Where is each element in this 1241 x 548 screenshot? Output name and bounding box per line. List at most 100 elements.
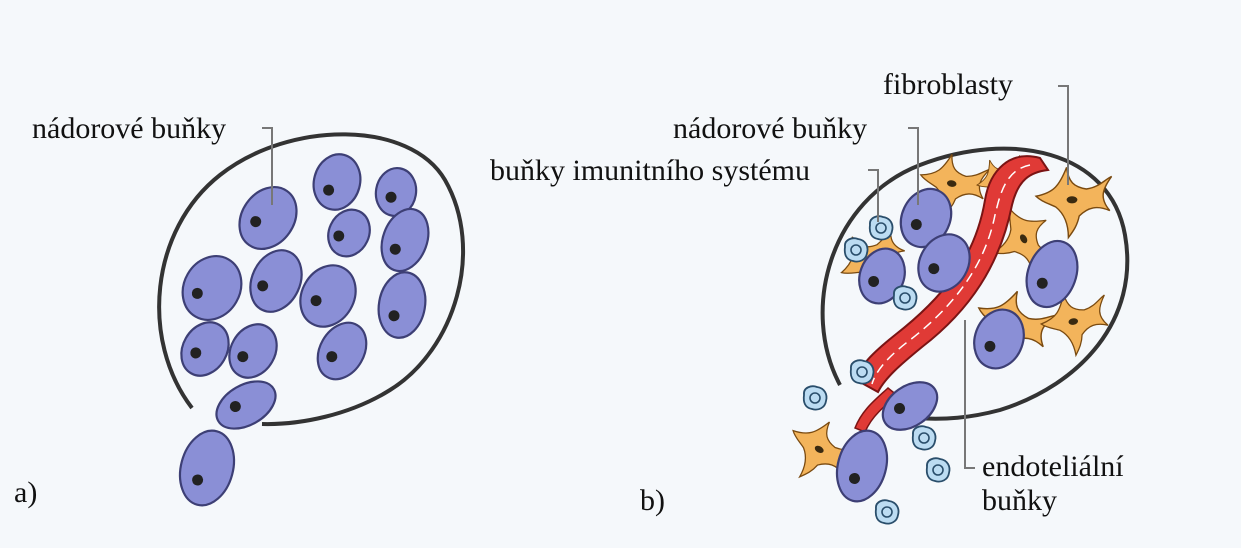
leader-tumor-a [262, 127, 273, 205]
tumor-cell-body [380, 207, 430, 273]
tumor-cell-nucleus [910, 219, 922, 231]
tumor-cell-body [377, 271, 427, 339]
blood-vessel-lumen [871, 164, 1031, 385]
tumor-cell [374, 167, 418, 217]
tumor-cell-body [327, 208, 371, 258]
panel-a-tumor-cells [178, 153, 430, 507]
tumor-cell-nucleus [326, 351, 338, 363]
immune-cell [911, 425, 937, 451]
tumor-cell-body [973, 308, 1025, 370]
immune-cell-body [911, 425, 937, 451]
immune-cell [892, 285, 918, 311]
tumor-cell-body [180, 321, 230, 377]
tumor-cell-nucleus [237, 351, 249, 363]
label-tumor-cells-a: nádorové buňky [32, 112, 227, 145]
immune-cell-body [843, 237, 869, 263]
tumor-cell [835, 429, 889, 503]
tumor-cell-body [858, 247, 906, 305]
fibroblast-nucleus [1068, 318, 1079, 325]
leader-immune [868, 169, 879, 222]
tumor-cell-body [1025, 239, 1079, 309]
panel-a-tumor-boundary [157, 132, 466, 427]
tumor-cell-nucleus [1036, 277, 1048, 289]
immune-cell-nucleus [875, 222, 887, 234]
tumor-cell-nucleus [928, 263, 940, 275]
tumor-cell-body [374, 167, 418, 217]
tumor-cell-nucleus [191, 287, 203, 299]
immune-cell-body [874, 499, 900, 525]
tumor-cell [299, 264, 357, 328]
fibroblast-nucleus [1066, 196, 1078, 204]
tumor-cell-nucleus [323, 184, 335, 196]
panel-b-illustration [792, 146, 1130, 525]
label-endothelial-line2: buňky [982, 484, 1057, 517]
immune-cell-body [892, 285, 918, 311]
tumor-cell [380, 207, 430, 273]
tumor-cell-body [917, 233, 971, 293]
tumor-cell-nucleus [868, 275, 880, 287]
tumor-cell [238, 186, 298, 250]
tumor-cell [180, 321, 230, 377]
tumor-cell-nucleus [385, 191, 397, 203]
fibroblast [1034, 167, 1113, 240]
panel-a-illustration [157, 132, 466, 507]
tumor-cell-nucleus [257, 280, 269, 292]
label-immune-cells: buňky imunitního systému [490, 154, 811, 187]
immune-cell-body [868, 215, 894, 241]
tumor-cell [377, 271, 427, 339]
immune-cell-body [925, 457, 951, 483]
tumor-cell [181, 255, 243, 321]
tumor-cell-nucleus [849, 472, 861, 484]
immune-cell [868, 215, 894, 241]
leader-tumor-b [908, 127, 919, 205]
fibroblast [1039, 293, 1109, 358]
fibroblast-nucleus [814, 445, 824, 454]
tumor-cell [917, 233, 971, 293]
tumor-cell-body [299, 264, 357, 328]
tumor-cell [312, 153, 362, 211]
panel-b-letter: b) [640, 484, 665, 517]
tumor-cell [973, 308, 1025, 370]
panel-b-immune-cells [802, 215, 951, 525]
leader-lines [262, 85, 1069, 469]
leader-fibroblasts [1058, 85, 1069, 185]
tumor-cell-nucleus [333, 230, 345, 242]
tumor-cell-body [835, 429, 889, 503]
tumor-cell-body [228, 323, 278, 379]
tumor-cell-body [238, 186, 298, 250]
tumor-cell-body [181, 255, 243, 321]
immune-cell [843, 237, 869, 263]
immune-cell-nucleus [918, 432, 930, 444]
immune-cell-nucleus [850, 244, 862, 256]
immune-cell [874, 499, 900, 525]
leader-endothelial [964, 320, 975, 469]
immune-cell [849, 359, 875, 385]
immune-cell [802, 385, 828, 411]
tumor-cell-body [178, 429, 236, 507]
tumor-cell-body [312, 153, 362, 211]
tumor-cell-body [249, 249, 303, 313]
tumor-cell [1025, 239, 1079, 309]
tumor-cell-nucleus [388, 310, 400, 322]
tumor-cell [858, 247, 906, 305]
tumor-cell-nucleus [984, 340, 996, 352]
tumor-cell [215, 380, 277, 430]
panel-b-tumor-cells [835, 187, 1079, 503]
tumor-cell-body [881, 381, 939, 431]
tumor-cell-nucleus [310, 295, 322, 307]
immune-cell-nucleus [856, 366, 868, 378]
tumor-cell-nucleus [894, 402, 906, 414]
tumor-cell-nucleus [190, 347, 202, 359]
tumor-cell-body [215, 380, 277, 430]
panel-b-tumor-boundary [820, 146, 1130, 421]
label-tumor-cells-b: nádorové buňky [673, 112, 868, 145]
label-endothelial-line1: endoteliální [982, 450, 1124, 483]
tumor-cell [228, 323, 278, 379]
tumor-cell-nucleus [192, 474, 204, 486]
immune-cell [925, 457, 951, 483]
immune-cell-nucleus [881, 506, 893, 518]
tumor-cell-nucleus [250, 216, 262, 228]
fibroblast-nucleus [1019, 234, 1028, 244]
panel-a-letter: a) [14, 476, 38, 509]
